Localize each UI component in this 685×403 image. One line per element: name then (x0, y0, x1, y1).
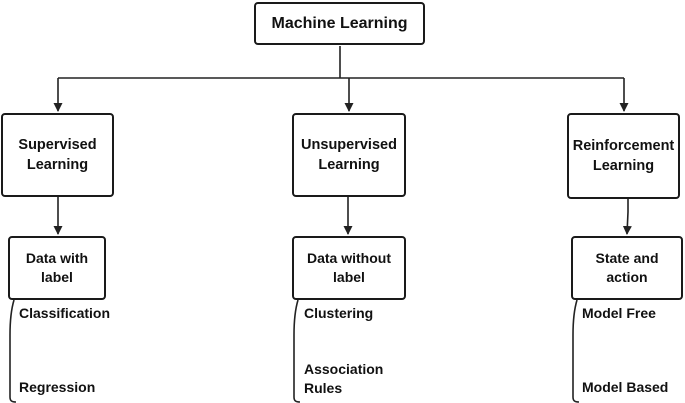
data-box-state-and-action: State and action (571, 236, 683, 300)
leaf-classification: Classification (19, 305, 111, 321)
arrow-to-state-and-action (622, 199, 632, 235)
data-box-with-label: Data with label (8, 236, 106, 300)
bracket-supervised (9, 299, 17, 403)
category-supervised-learning: Supervised Learning (1, 113, 114, 197)
leaf-regression: Regression (19, 379, 96, 395)
data-box-without-label: Data without label (292, 236, 406, 300)
leaf-clustering: Clustering (304, 305, 374, 321)
leaf-model-based: Model Based (582, 379, 669, 395)
category-unsupervised-learning: Unsupervised Learning (292, 113, 406, 197)
root-node-machine-learning: Machine Learning (254, 2, 425, 45)
bracket-unsupervised (293, 299, 301, 403)
bracket-reinforcement (572, 299, 580, 403)
category-reinforcement-learning: Reinforcement Learning (567, 113, 680, 199)
leaf-association-rules: Association Rules (304, 361, 384, 396)
leaf-model-free: Model Free (582, 305, 656, 321)
